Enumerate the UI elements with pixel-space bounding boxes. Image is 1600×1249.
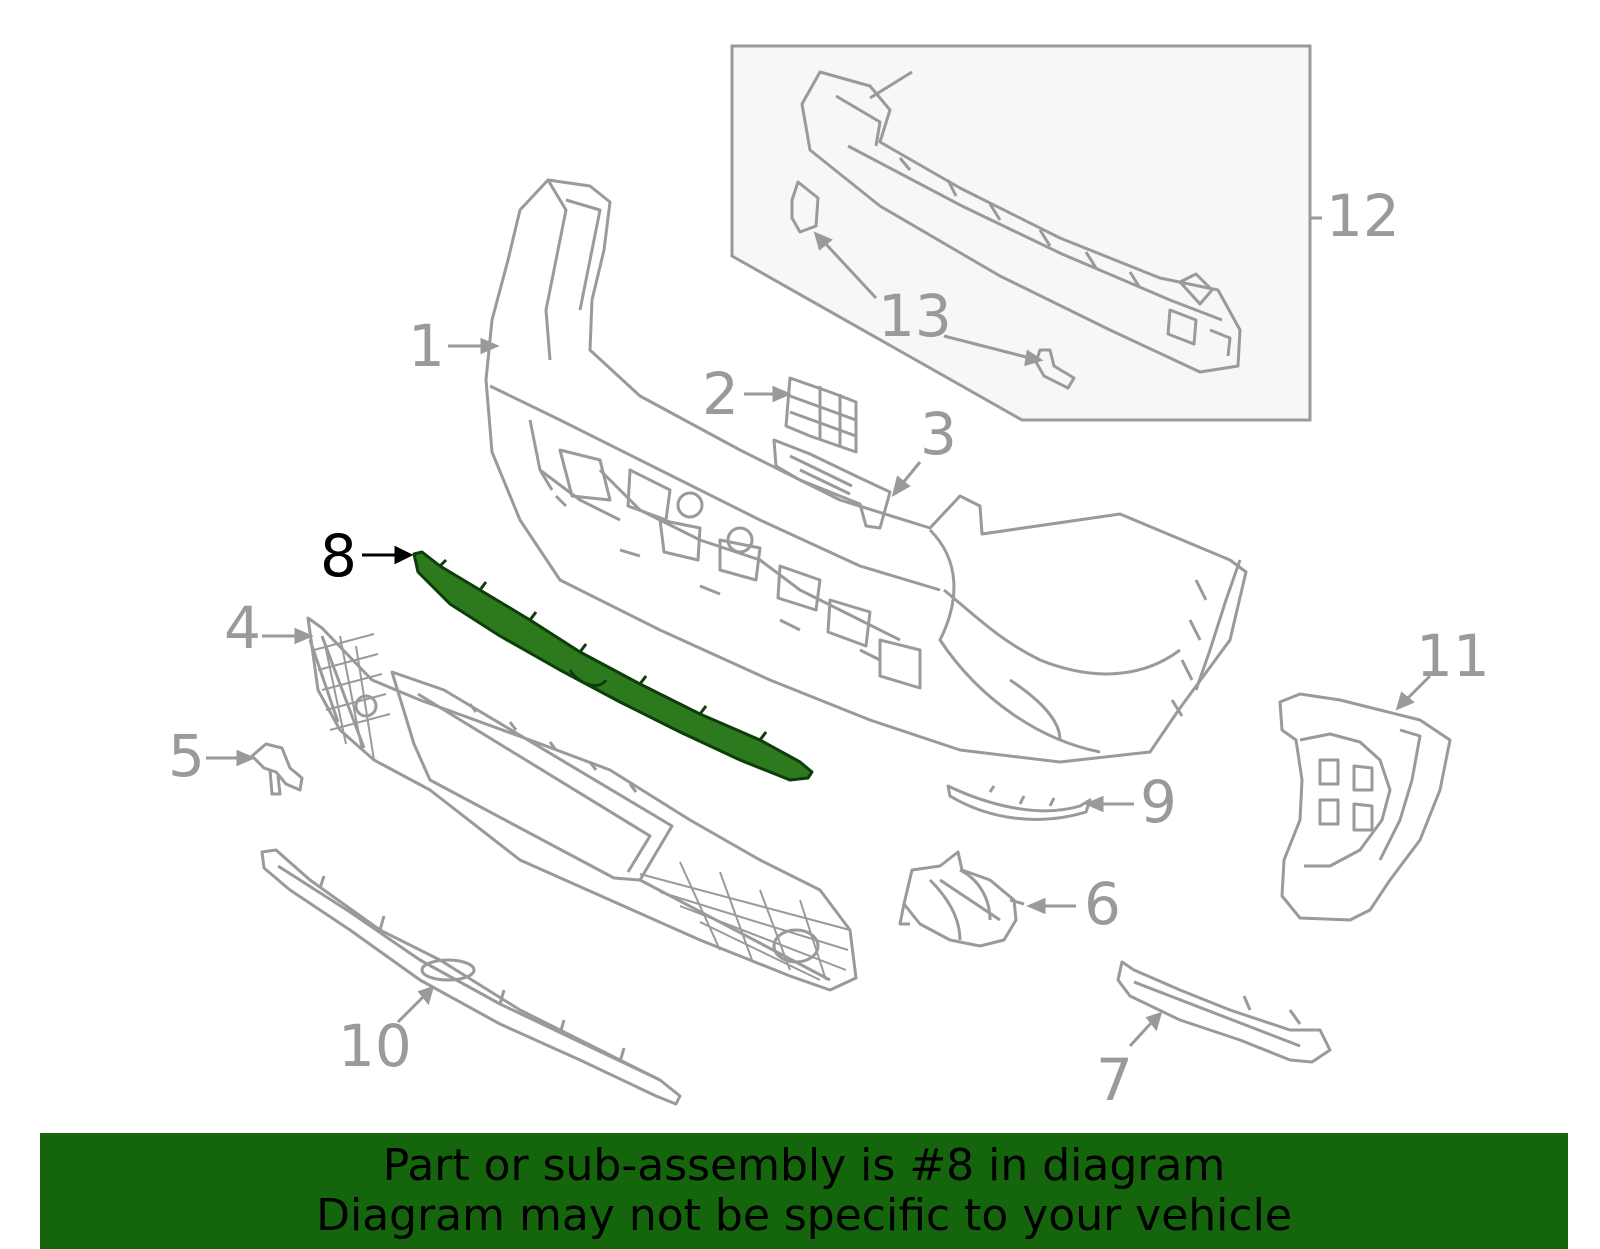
part-12-impact-beam[interactable] xyxy=(800,70,1242,374)
callout-13: 13 xyxy=(878,282,952,350)
banner-line-2: Diagram may not be specific to your vehi… xyxy=(316,1190,1292,1241)
part-1-bumper-cover[interactable] xyxy=(484,178,1248,764)
part-5-clip[interactable] xyxy=(250,742,304,796)
part-4-grille[interactable] xyxy=(306,616,858,992)
part-7-side-bracket[interactable] xyxy=(1116,960,1332,1064)
callout-9: 9 xyxy=(1140,768,1177,836)
part-8-grille-molding[interactable] xyxy=(412,550,814,782)
callout-7: 7 xyxy=(1096,1046,1133,1114)
part-9-molding[interactable] xyxy=(946,784,1092,821)
part-11-side-bracket[interactable] xyxy=(1278,692,1452,922)
callout-10: 10 xyxy=(338,1012,412,1080)
callout-8: 8 xyxy=(320,522,357,590)
part-13-brackets[interactable] xyxy=(790,180,1076,390)
leader-lines xyxy=(206,216,1432,1048)
callout-2: 2 xyxy=(702,360,739,428)
callout-labels: 1 2 3 4 5 6 7 9 10 11 12 13 xyxy=(168,182,1490,1114)
callout-1: 1 xyxy=(408,312,445,380)
callout-3: 3 xyxy=(920,400,957,468)
callout-11: 11 xyxy=(1416,622,1490,690)
part-info-banner: Part or sub-assembly is #8 in diagram Di… xyxy=(40,1133,1568,1249)
callout-12: 12 xyxy=(1326,182,1400,250)
part-10-lower-spoiler[interactable] xyxy=(260,848,682,1106)
part-3-bracket[interactable] xyxy=(772,438,892,530)
part-2-bracket[interactable] xyxy=(784,376,858,454)
part-6-fog-bracket[interactable] xyxy=(898,850,1025,948)
banner-line-1: Part or sub-assembly is #8 in diagram xyxy=(382,1140,1226,1191)
callout-4: 4 xyxy=(224,594,261,662)
callout-5: 5 xyxy=(168,722,205,790)
callout-6: 6 xyxy=(1084,870,1121,938)
leader-line-8 xyxy=(362,545,414,565)
